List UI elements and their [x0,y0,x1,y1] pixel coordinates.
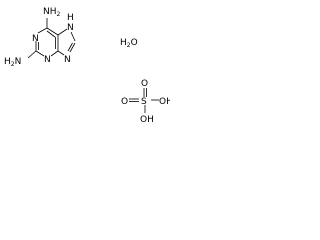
oh-bottom-label: OH [140,115,154,125]
amino-left-label: H2N [4,57,21,68]
water-structure: H2O [120,38,138,49]
bond-c2-n3 [35,50,45,57]
amino-top-label: NH2 [43,7,61,18]
bond-c6-n1 [37,27,48,34]
sulfuric-acid-structure: O O S OH OH [121,79,170,125]
water-formula: H2O [120,38,138,49]
s-label: S [141,97,147,107]
chemical-structure-figure: NH2 H2N N N N N H H2O O O S OH OH [4,7,170,125]
ring-n7-h-label: H [67,13,74,23]
bond-c5-c6 [46,27,59,36]
bond-c5-n7 [57,28,68,36]
oh-right-label: OH [159,97,170,107]
o-top-label: O [141,79,148,89]
bond-n3-c4 [50,50,59,57]
ring-n1-label: N [32,34,39,44]
diaminopurine-structure: NH2 H2N N N N N H [4,7,76,68]
ring-n9-label: N [64,55,71,65]
o-left-label: O [121,97,128,107]
bond-n7-c8 [70,31,76,42]
ring-n3-label: N [44,55,51,65]
bond-n9-c4 [57,50,65,56]
bond-c5-c6-double [46,30,56,38]
bond-c8-n9-double [67,42,73,52]
bond-c2-amino [27,50,37,59]
ring-n7-label: N [67,23,74,33]
bond-c8-n9 [69,42,76,53]
